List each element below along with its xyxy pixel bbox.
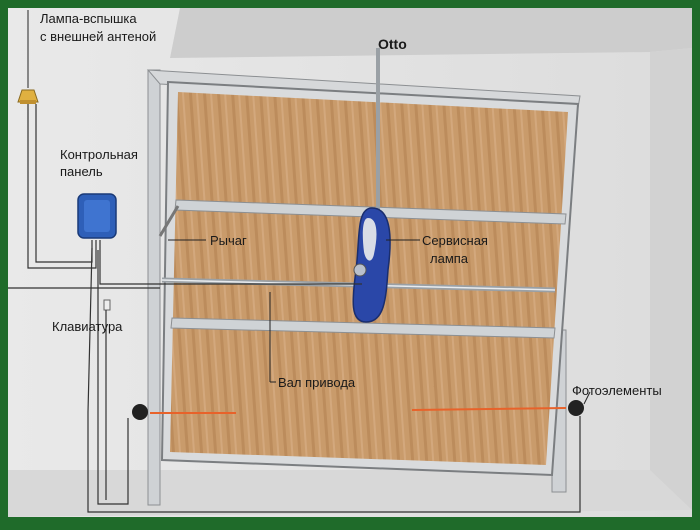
floor (8, 470, 692, 517)
photocells (132, 400, 584, 420)
keypad-device (103, 299, 111, 311)
motor-unit (352, 48, 391, 323)
label-pointers (168, 239, 591, 405)
wiring (8, 104, 581, 513)
photocell-right (568, 400, 584, 416)
door-rail-2 (170, 317, 556, 339)
lever-label: Рычаг (210, 233, 247, 248)
keypad-label: Клавиатура (52, 319, 123, 334)
service-lamp-label-line1: Сервисная (422, 233, 488, 248)
brand-label: Otto (378, 36, 407, 52)
side-wall (650, 48, 692, 510)
lever-arm (158, 205, 180, 237)
photo-beam-right (411, 407, 567, 411)
flash-lamp (17, 10, 39, 104)
photocells-label: Фотоэлементы (572, 383, 662, 398)
service-lamp-label-line2: лампа (430, 251, 469, 266)
flash-lamp-label-line1: Лампа-вспышка (40, 11, 137, 26)
control-panel-label-line1: Контрольная (60, 147, 138, 162)
photocell-left (132, 404, 148, 420)
control-panel-label-line2: панель (60, 164, 103, 179)
service-lamp (362, 218, 377, 261)
ceiling (170, 8, 692, 58)
control-panel-box (77, 193, 117, 239)
drive-shaft-label: Вал привода (278, 375, 356, 390)
flash-lamp-label-line2: с внешней антеной (40, 29, 157, 44)
